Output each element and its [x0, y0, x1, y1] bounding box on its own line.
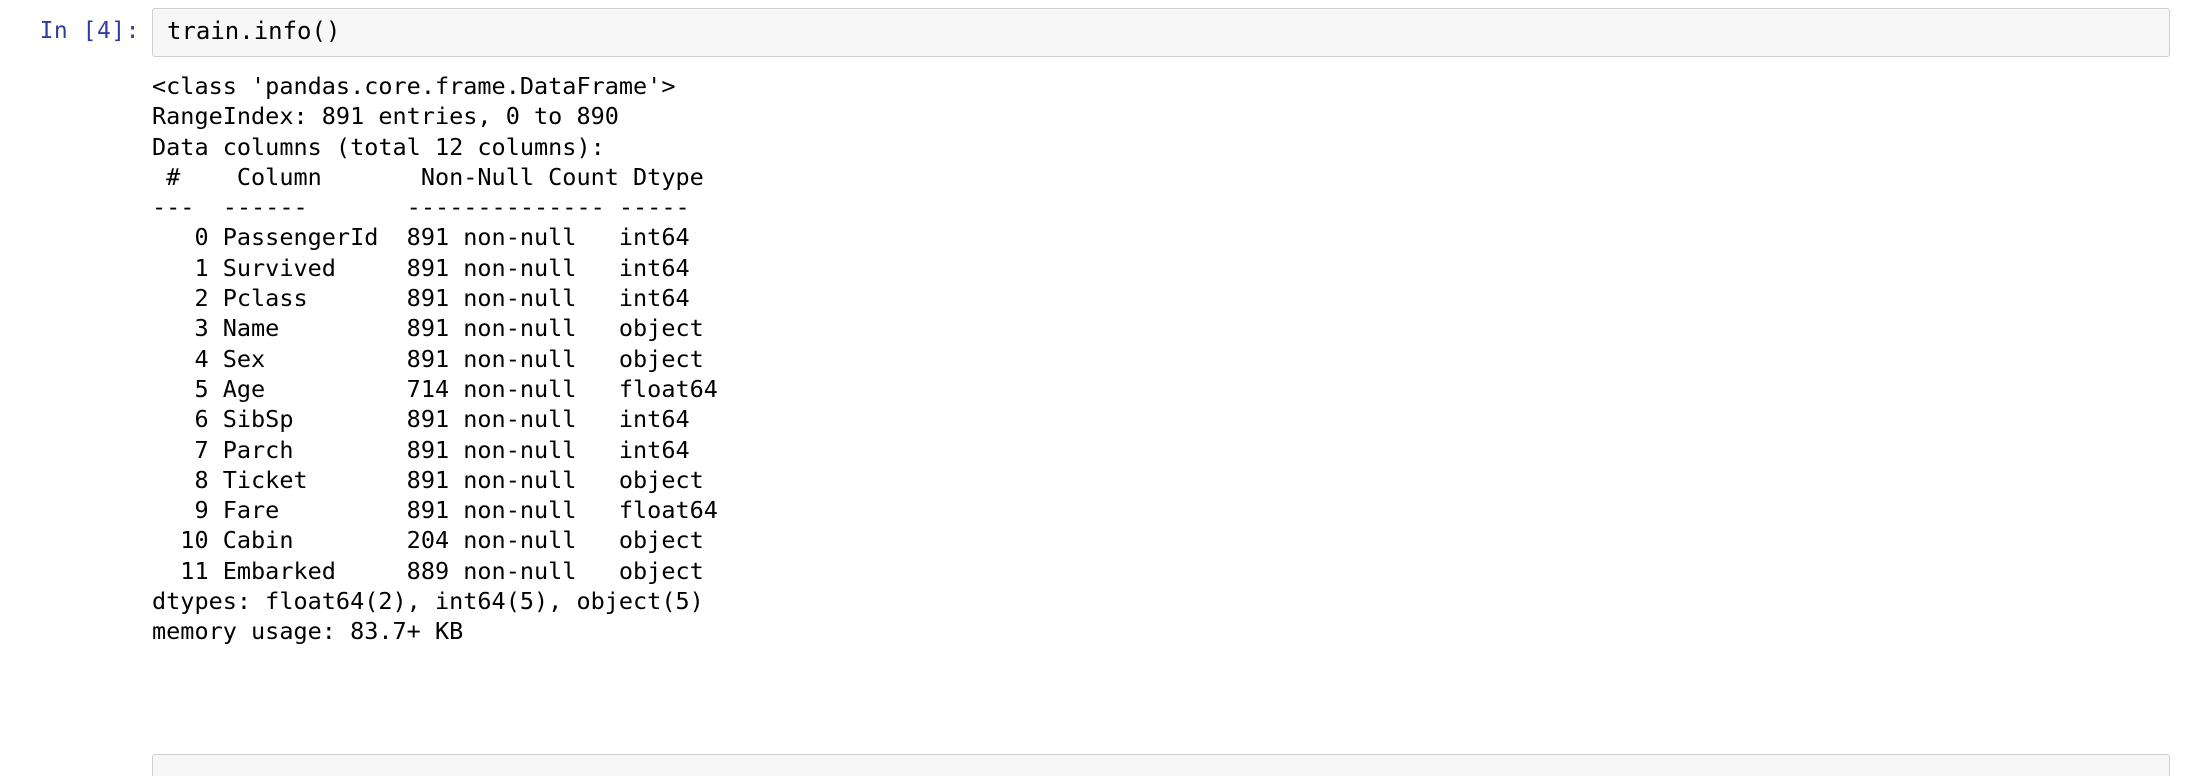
cell-output: <class 'pandas.core.frame.DataFrame'> Ra…	[0, 57, 2188, 647]
code-input-text[interactable]: train.info()	[167, 17, 341, 45]
input-prompt-label: In [4]:	[39, 18, 140, 44]
next-code-input-editor[interactable]	[152, 754, 2170, 776]
dataframe-info-output: <class 'pandas.core.frame.DataFrame'> Ra…	[152, 72, 718, 646]
code-input-editor[interactable]: train.info()	[152, 8, 2170, 57]
code-cell[interactable]: In [4]: train.info()	[0, 0, 2188, 57]
next-code-cell[interactable]	[0, 754, 2188, 776]
next-input-prompt-spacer	[0, 754, 152, 760]
output-stream-area: <class 'pandas.core.frame.DataFrame'> Ra…	[152, 57, 2188, 647]
